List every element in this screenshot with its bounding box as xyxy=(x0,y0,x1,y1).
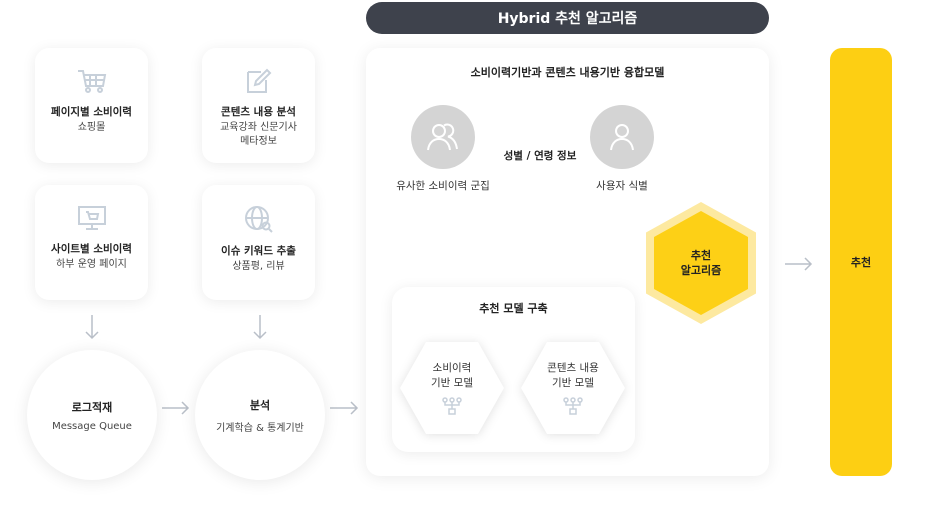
user-label: 사용자 식별 xyxy=(596,180,648,192)
log-title: 로그적재 xyxy=(71,400,113,414)
card-title: 콘텐츠 내용 분석 xyxy=(221,106,296,118)
hierarchy-icon xyxy=(442,397,462,415)
edge-label: 성별 / 연령 정보 xyxy=(503,150,577,162)
arrow-to-output xyxy=(785,257,813,271)
arrow-down-1 xyxy=(85,315,99,340)
arrow-right-1 xyxy=(162,401,190,415)
card-title: 페이지별 소비이력 xyxy=(51,106,132,118)
log-stage: 로그적재 Message Queue xyxy=(27,350,157,480)
source-card-page: 페이지별 소비이력 쇼핑몰 xyxy=(35,48,148,163)
build-title: 추천 모델 구축 xyxy=(479,302,548,315)
card-sub: 쇼핑몰 xyxy=(77,122,106,133)
analysis-sub: 기계학습 & 통계기반 xyxy=(216,422,304,434)
hierarchy-icon xyxy=(563,397,583,415)
cart-icon xyxy=(77,70,106,93)
analysis-stage: 분석 기계학습 & 통계기반 xyxy=(195,350,325,480)
arrow-down-2 xyxy=(253,315,267,340)
arrow-right-2 xyxy=(330,401,359,415)
card-title: 사이트별 소비이력 xyxy=(51,243,132,255)
source-card-keyword: 이슈 키워드 추출 상품평, 리뷰 xyxy=(202,185,315,300)
globe-search-icon xyxy=(244,206,273,233)
source-card-site: 사이트별 소비이력 하부 운영 페이지 xyxy=(35,185,148,300)
card-title: 이슈 키워드 추출 xyxy=(221,245,296,257)
edit-icon xyxy=(246,68,271,93)
output-recommendation: 추천 xyxy=(830,48,892,476)
card-sub: 상품평, 리뷰 xyxy=(232,261,285,272)
analysis-title: 분석 xyxy=(249,398,271,412)
cluster-node xyxy=(411,105,475,169)
cluster-label: 유사한 소비이력 군집 xyxy=(396,180,490,192)
hybrid-title: Hybrid 추천 알고리즘 xyxy=(366,2,769,34)
users-icon xyxy=(427,123,458,151)
monitor-cart-icon xyxy=(77,206,106,230)
user-node xyxy=(590,105,654,169)
user-icon xyxy=(610,124,634,151)
log-sub: Message Queue xyxy=(52,420,132,432)
panel-title: 소비이력기반과 콘텐츠 내용기반 융합모델 xyxy=(470,66,665,79)
card-sub: 하부 운영 페이지 xyxy=(56,259,127,270)
